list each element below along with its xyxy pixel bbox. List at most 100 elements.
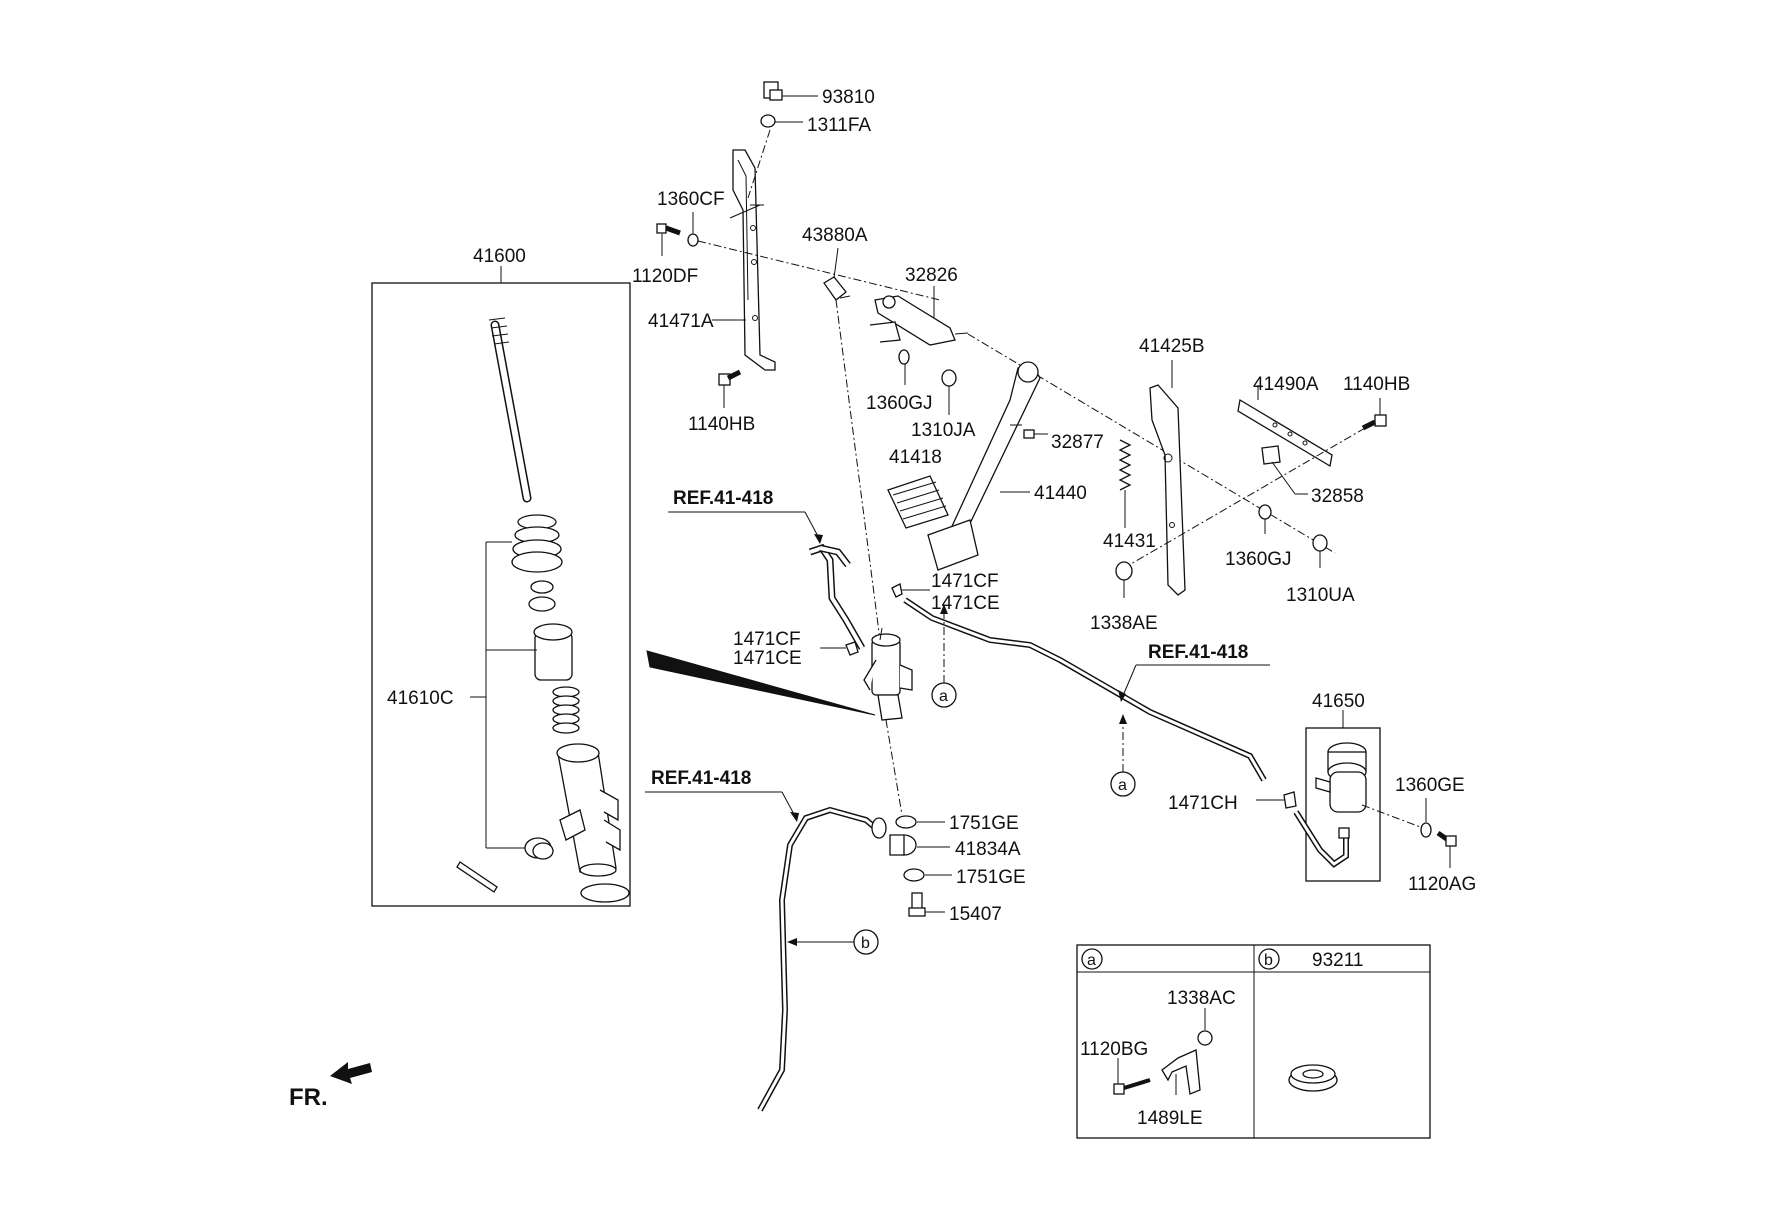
lower-hose xyxy=(757,806,880,1112)
marker-b: b xyxy=(787,929,879,955)
nut-1338AE xyxy=(1115,561,1133,581)
washer-1360GJ-top xyxy=(898,349,910,365)
cotter-pin xyxy=(456,861,498,893)
connection-wedge xyxy=(646,650,876,716)
washer-1360GE xyxy=(1420,822,1432,838)
master-cylinder-installed xyxy=(863,627,913,721)
nut-1310JA xyxy=(941,369,957,387)
label-41425B: 41425B xyxy=(1139,336,1205,357)
label-1751GE-top: 1751GE xyxy=(949,813,1019,834)
front-arrow-icon xyxy=(330,1062,372,1084)
o-ring xyxy=(580,883,630,903)
pivot-shaft-32826 xyxy=(869,295,969,346)
clamp-1471CF-top xyxy=(891,583,903,598)
bolt-1120DF xyxy=(656,223,681,236)
marker-a-upper: a xyxy=(931,604,957,708)
label-1471CE-left: 1471CE xyxy=(733,648,802,669)
gasket-1751GE-top xyxy=(895,815,917,829)
label-93810: 93810 xyxy=(822,87,875,108)
gasket-1751GE-bottom xyxy=(903,868,925,882)
bolt-1140HB-top xyxy=(1361,414,1387,431)
label-1311FA: 1311FA xyxy=(807,115,871,136)
inset-b-header: b xyxy=(1264,952,1273,969)
label-1489LE: 1489LE xyxy=(1137,1108,1203,1129)
label-1140HB-top: 1140HB xyxy=(1343,374,1410,395)
washer-1360GJ-right xyxy=(1258,504,1272,520)
label-43880A: 43880A xyxy=(802,225,868,246)
cap-seal xyxy=(524,837,554,860)
clamp-1471CF-left xyxy=(845,641,859,656)
push-rod xyxy=(488,317,532,503)
pedal-pad-41418 xyxy=(887,475,949,529)
label-1120DF: 1120DF xyxy=(632,266,698,287)
marker-a-lower-text: a xyxy=(1118,777,1127,794)
label-41490A: 41490A xyxy=(1253,374,1319,395)
dust-boot xyxy=(511,514,563,573)
label-41418: 41418 xyxy=(889,447,942,468)
label-32858: 32858 xyxy=(1311,486,1364,507)
bolt-1120AG xyxy=(1436,830,1457,847)
stopper-32877 xyxy=(1023,429,1035,439)
ref-label-top: REF.41-418 xyxy=(668,488,823,544)
label-1360GJ-top: 1360GJ xyxy=(866,393,933,414)
label-15407: 15407 xyxy=(949,904,1002,925)
bolt-93810 xyxy=(763,81,783,101)
ref-right-text: REF.41-418 xyxy=(1148,642,1248,663)
marker-b-text: b xyxy=(861,935,870,952)
pedal-bracket-right xyxy=(1149,360,1186,596)
label-1140HB-left: 1140HB xyxy=(688,414,755,435)
bolt-1140HB-left xyxy=(718,369,742,386)
label-41834A: 41834A xyxy=(955,839,1021,860)
label-93211: 93211 xyxy=(1312,950,1363,971)
label-41600: 41600 xyxy=(473,246,526,267)
label-1360GJ-right: 1360GJ xyxy=(1225,549,1292,570)
inset-table: a b xyxy=(1076,944,1431,1139)
grommet-93211 xyxy=(1288,1064,1338,1092)
hose-end-fitting xyxy=(871,817,887,839)
clamp-1471CH xyxy=(1283,791,1297,809)
label-1338AE: 1338AE xyxy=(1090,613,1158,634)
return-spring xyxy=(552,686,580,734)
piston-sleeve xyxy=(533,623,573,681)
plate-41490A xyxy=(1237,385,1333,468)
marker-a-upper-text: a xyxy=(939,688,948,705)
label-41431: 41431 xyxy=(1103,531,1156,552)
marker-a-lower: a xyxy=(1110,714,1136,797)
bolt-1120BG xyxy=(1113,1078,1151,1095)
ref-top-text: REF.41-418 xyxy=(673,488,773,509)
label-41650: 41650 xyxy=(1312,691,1365,712)
assist-spring-41431 xyxy=(1118,439,1132,528)
clevis-43880A xyxy=(823,276,851,301)
inset-a-header: a xyxy=(1087,952,1096,969)
reservoir-box xyxy=(1293,710,1381,882)
label-1360GE: 1360GE xyxy=(1395,775,1465,796)
label-1360CF: 1360CF xyxy=(657,189,725,210)
label-41610C: 41610C xyxy=(387,688,454,709)
nut-1338AC xyxy=(1197,1030,1213,1046)
kit-callout-bracket xyxy=(470,541,537,849)
front-label: FR. xyxy=(289,1084,328,1111)
banjo-41834A xyxy=(889,834,917,856)
label-1751GE-bottom: 1751GE xyxy=(956,867,1026,888)
pedal-bracket-left xyxy=(729,149,776,371)
label-1471CF-top: 1471CF xyxy=(931,571,999,592)
reservoir-tank xyxy=(1315,742,1367,813)
ref-label-right: REF.41-418 xyxy=(1118,642,1270,702)
label-1120AG: 1120AG xyxy=(1408,874,1476,895)
master-cylinder-kit-box xyxy=(371,266,631,907)
nut-1311FA xyxy=(760,114,776,128)
label-41440: 41440 xyxy=(1034,483,1087,504)
snap-ring xyxy=(528,580,556,612)
label-1120BG: 1120BG xyxy=(1080,1039,1148,1060)
label-32877: 32877 xyxy=(1051,432,1104,453)
label-1310UA: 1310UA xyxy=(1286,585,1355,606)
nut-1310UA xyxy=(1312,534,1328,552)
label-1338AC: 1338AC xyxy=(1167,988,1236,1009)
label-1471CF-left: 1471CF xyxy=(733,629,801,650)
front-direction-indicator: FR. xyxy=(289,1062,372,1111)
ref-label-bottom: REF.41-418 xyxy=(645,768,799,822)
callouts: 93810 1311FA 1360CF 1120DF 43880A 41600 … xyxy=(387,87,1476,1129)
label-1471CE-top: 1471CE xyxy=(931,593,1000,614)
cylinder-body xyxy=(556,743,621,877)
